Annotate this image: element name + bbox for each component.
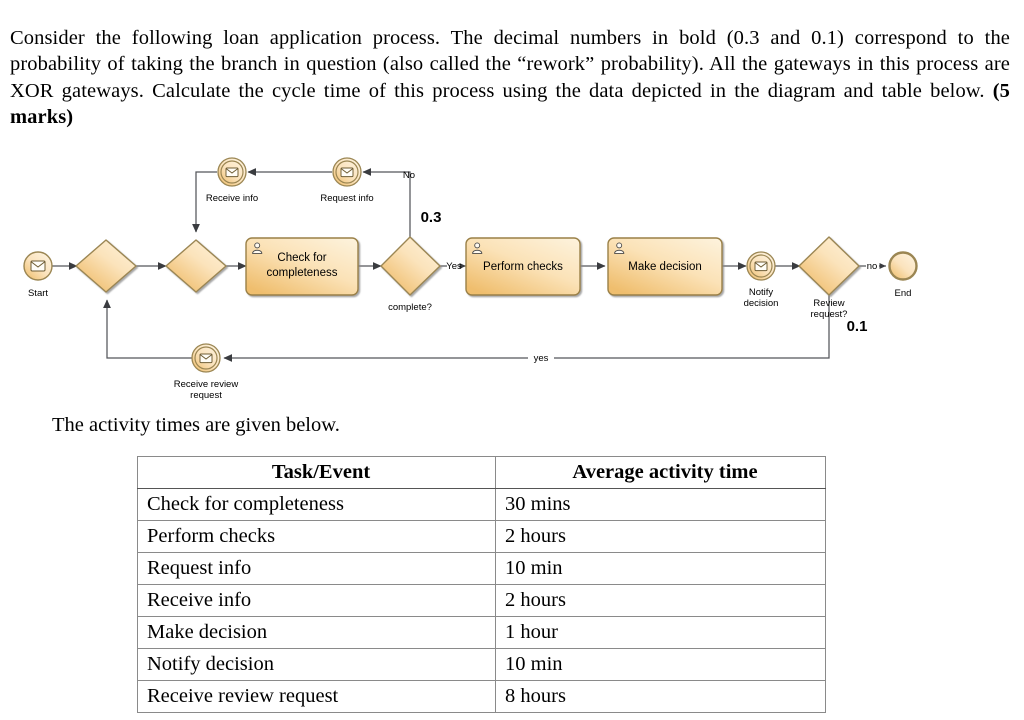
question-intro-paragraph: Consider the following loan application … bbox=[10, 25, 1010, 131]
table-cell-time: 1 hour bbox=[495, 616, 826, 649]
gateway-merge-1[interactable] bbox=[75, 239, 137, 293]
table-row: Perform checks 2 hours bbox=[137, 520, 826, 553]
gateway-review-label-line2: request? bbox=[811, 309, 848, 320]
flow-receive-info-to-merge2 bbox=[192, 171, 217, 233]
user-task-icon bbox=[252, 242, 263, 254]
probability-rework-review: 0.1 bbox=[847, 318, 868, 335]
intermediate-event-receive-review-request[interactable]: Receive review request bbox=[174, 343, 239, 401]
table-row: Receive info 2 hours bbox=[137, 584, 826, 617]
flow-review-yes-to-receive-review bbox=[223, 295, 830, 362]
task-make-decision-label: Make decision bbox=[628, 261, 702, 273]
gateway-complete-label: complete? bbox=[388, 302, 432, 313]
edge-label-yes-upper: Yes bbox=[446, 261, 462, 272]
table-lead-in-text: The activity times are given below. bbox=[52, 414, 340, 436]
intermediate-event-receive-info[interactable]: Receive info bbox=[206, 157, 258, 204]
end-event-label: End bbox=[895, 288, 912, 299]
table-cell-task: Check for completeness bbox=[137, 488, 496, 521]
user-task-icon bbox=[472, 242, 483, 254]
intro-text: Consider the following loan application … bbox=[10, 26, 1010, 102]
table-cell-time: 2 hours bbox=[495, 520, 826, 553]
intermediate-event-request-info[interactable]: Request info bbox=[320, 157, 374, 204]
gateway-merge-2[interactable] bbox=[165, 239, 227, 293]
table-row: Request info 10 min bbox=[137, 552, 826, 585]
request-info-label: Request info bbox=[320, 193, 373, 204]
end-event[interactable]: End bbox=[888, 251, 918, 300]
table-header-row: Task/Event Average activity time bbox=[137, 456, 826, 489]
table-cell-task: Receive review request bbox=[137, 680, 496, 713]
probability-rework-completeness: 0.3 bbox=[421, 209, 442, 226]
table-cell-task: Make decision bbox=[137, 616, 496, 649]
edge-label-no-end: no bbox=[867, 261, 878, 272]
task-check-for-completeness[interactable]: Check for completeness bbox=[245, 237, 359, 296]
start-event-label: Start bbox=[28, 288, 48, 299]
task-check-label-line1: Check for bbox=[277, 252, 326, 264]
table-header-task: Task/Event bbox=[137, 456, 496, 489]
receive-review-request-label-line2: request bbox=[190, 390, 222, 401]
activity-times-table: Task/Event Average activity time Check f… bbox=[137, 456, 826, 713]
edge-label-yes-lower: yes bbox=[534, 353, 549, 364]
task-perform-checks[interactable]: Perform checks bbox=[465, 237, 581, 296]
task-perform-checks-label: Perform checks bbox=[483, 261, 563, 273]
table-row: Receive review request 8 hours bbox=[137, 680, 826, 713]
gateway-review-request[interactable]: Review request? bbox=[798, 236, 860, 320]
table-cell-time: 10 min bbox=[495, 552, 826, 585]
notify-decision-label-line2: decision bbox=[744, 298, 779, 309]
table-cell-task: Request info bbox=[137, 552, 496, 585]
edge-label-no-upper: No bbox=[403, 170, 415, 181]
gateway-review-label-line1: Review bbox=[813, 298, 844, 309]
table-cell-time: 8 hours bbox=[495, 680, 826, 713]
task-check-label-line2: completeness bbox=[267, 267, 338, 279]
marks-label: (5 marks) bbox=[10, 79, 1010, 129]
start-event[interactable]: Start bbox=[23, 251, 53, 299]
activity-times-table-container: Task/Event Average activity time Check f… bbox=[137, 456, 826, 713]
table-body: Check for completeness 30 mins Perform c… bbox=[137, 488, 826, 713]
table-cell-task: Receive info bbox=[137, 584, 496, 617]
user-task-icon bbox=[614, 242, 625, 254]
table-header-time: Average activity time bbox=[495, 456, 826, 489]
table-cell-task: Notify decision bbox=[137, 648, 496, 681]
intermediate-event-notify-decision[interactable]: Notify decision bbox=[744, 251, 779, 309]
table-cell-time: 30 mins bbox=[495, 488, 826, 521]
table-cell-time: 10 min bbox=[495, 648, 826, 681]
task-make-decision[interactable]: Make decision bbox=[607, 237, 723, 296]
table-cell-time: 2 hours bbox=[495, 584, 826, 617]
bpmn-process-diagram: Start Check for completeness complete? Y… bbox=[0, 140, 1010, 410]
table-cell-task: Perform checks bbox=[137, 520, 496, 553]
table-row: Check for completeness 30 mins bbox=[137, 488, 826, 521]
table-row: Make decision 1 hour bbox=[137, 616, 826, 649]
flow-complete-no-to-request-info bbox=[362, 168, 411, 237]
receive-info-label: Receive info bbox=[206, 193, 258, 204]
yes-label-backdrop bbox=[528, 352, 554, 364]
notify-decision-label-line1: Notify bbox=[749, 287, 774, 298]
flow-receive-review-to-merge1 bbox=[103, 299, 192, 359]
gateway-complete[interactable]: complete? bbox=[380, 236, 441, 313]
table-row: Notify decision 10 min bbox=[137, 648, 826, 681]
receive-review-request-label-line1: Receive review bbox=[174, 379, 239, 390]
